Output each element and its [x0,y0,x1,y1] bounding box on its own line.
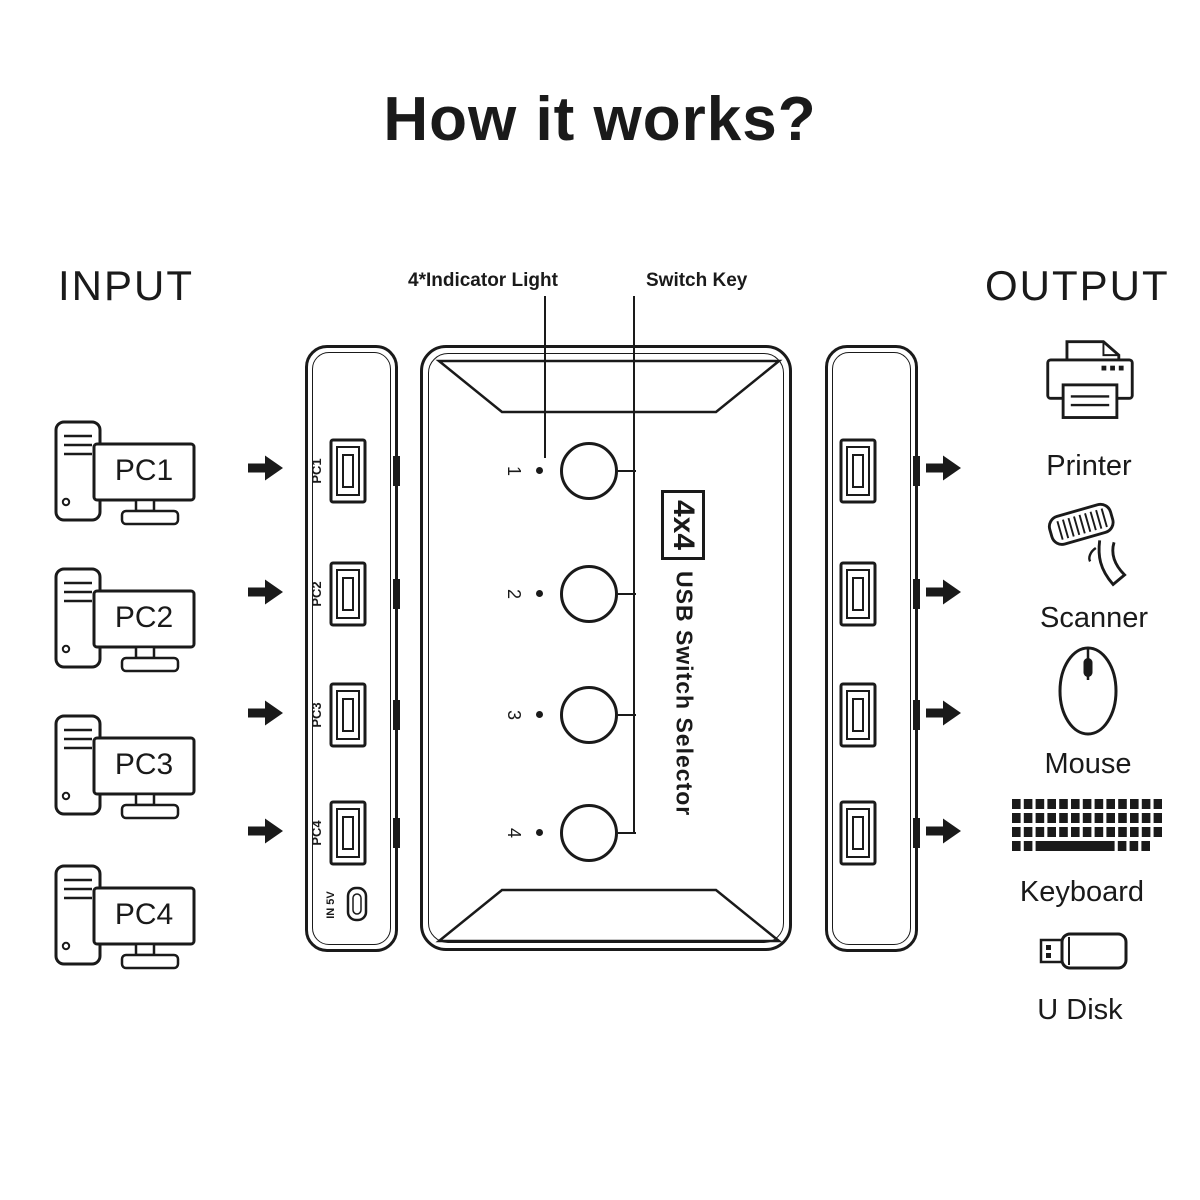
switch-button-2 [560,565,618,623]
arrow-right-icon [248,455,284,481]
micro-usb-port-icon [346,886,368,922]
switch-key-callout-line [633,296,635,832]
arrow-right-icon [248,818,284,844]
output-device-label: Printer [1046,450,1132,482]
usb-port-icon [329,682,367,748]
indicator-callout-line [544,296,546,458]
scanner-icon [1046,498,1138,600]
switch-key-callout: Switch Key [646,270,748,291]
input-computer-4: PC4 [52,862,204,988]
output-device-label: Mouse [1044,748,1132,780]
printer-icon [1042,336,1138,428]
computer-label: PC4 [114,898,174,931]
computer-icon [52,712,204,838]
switch-button-3 [560,686,618,744]
computer-label: PC1 [114,454,174,487]
indicator-dot [536,590,543,597]
panel-notch [913,579,920,609]
input-computer-1: PC1 [52,418,204,544]
connector-line [618,832,636,834]
input-port-label: PC2 [309,581,324,607]
output-device-label: U Disk [1037,994,1123,1026]
panel-notch [913,456,920,486]
output-device-label: Keyboard [1019,876,1145,908]
usb-switch-device: 1 2 3 4 4x4 USB Switch Selector [420,345,792,951]
power-port-label: IN 5V [325,891,337,919]
arrow-right-icon [926,455,962,481]
device-name: USB Switch Selector [671,571,698,817]
mouse-icon [1056,642,1120,738]
channel-number: 4 [504,827,524,838]
input-port-label: PC1 [309,458,324,484]
panel-inner-border [312,352,391,945]
panel-notch [393,818,400,848]
usb-port-icon [329,561,367,627]
connector-line [618,714,636,716]
usb-port-icon [839,800,877,866]
usb-port-icon [839,561,877,627]
indicator-light-callout: 4*Indicator Light [408,270,558,291]
panel-notch [913,700,920,730]
channel-number: 2 [504,588,524,599]
arrow-right-icon [248,579,284,605]
computer-label: PC3 [114,748,174,781]
usb-port-icon [839,438,877,504]
connector-line [618,593,636,595]
input-computer-2: PC2 [52,565,204,691]
switch-button-1 [560,442,618,500]
model-badge: 4x4 [661,490,705,560]
model-text: 4x4 [667,499,700,551]
input-port-panel: PC1 PC2 PC3 PC4 IN 5V [305,345,400,952]
channel-number: 1 [504,465,524,476]
input-port-label: PC3 [309,702,324,728]
arrow-right-icon [926,579,962,605]
computer-icon [52,418,204,544]
panel-notch [393,700,400,730]
usb-port-icon [329,438,367,504]
keyboard-icon [1012,798,1162,852]
input-computer-3: PC3 [52,712,204,838]
device-bezel-shapes [435,359,783,943]
input-port-label: PC4 [309,820,324,846]
device-inner-border [428,353,784,943]
indicator-dot [536,467,543,474]
usb-port-icon [839,682,877,748]
panel-notch [913,818,920,848]
computer-icon [52,565,204,691]
page-title: How it works? [383,85,817,154]
computer-label: PC2 [114,601,174,634]
switch-button-4 [560,804,618,862]
arrow-right-icon [248,700,284,726]
input-section-label: INPUT [58,262,194,309]
arrow-right-icon [926,818,962,844]
usb-port-icon [329,800,367,866]
output-port-panel [825,345,920,952]
channel-number: 3 [504,709,524,720]
arrow-right-icon [926,700,962,726]
connector-line [618,470,636,472]
panel-inner-border [832,352,911,945]
computer-icon [52,862,204,988]
output-section-label: OUTPUT [985,262,1170,309]
panel-notch [393,579,400,609]
indicator-dot [536,711,543,718]
usb-drive-icon [1038,928,1130,974]
panel-notch [393,456,400,486]
indicator-dot [536,829,543,836]
output-device-label: Scanner [1039,602,1148,634]
